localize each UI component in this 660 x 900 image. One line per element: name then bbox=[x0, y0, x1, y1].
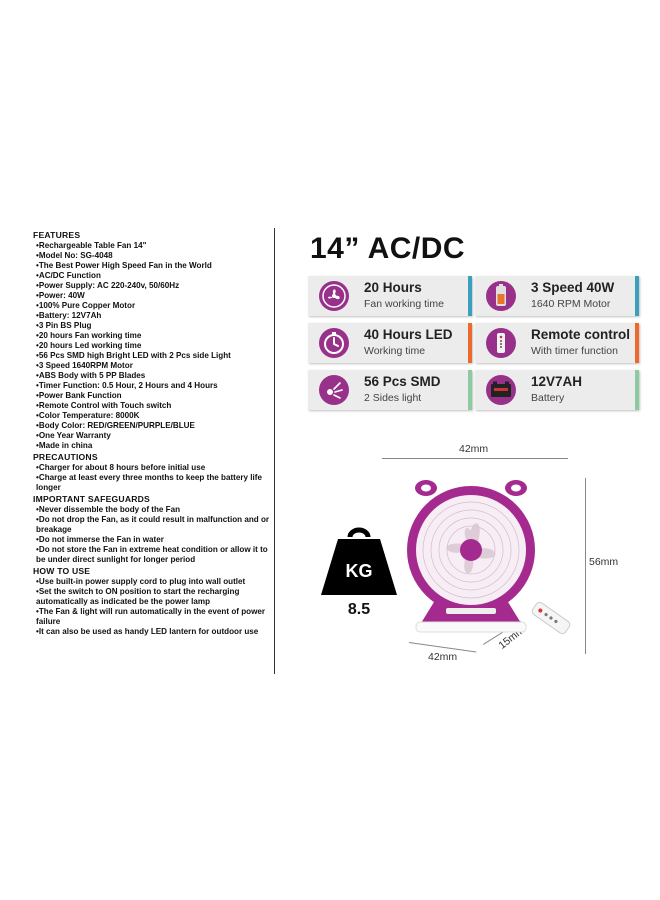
dimension-top: 42mm bbox=[459, 443, 489, 455]
feature-item: Battery: 12V7Ah bbox=[33, 311, 273, 321]
feature-card-smd: 56 Pcs SMD 2 Sides light bbox=[308, 370, 472, 410]
remote-icon bbox=[475, 323, 527, 363]
battery-icon bbox=[475, 276, 527, 316]
safeguard-item: Do not store the Fan in extreme heat con… bbox=[33, 545, 273, 565]
precaution-item: Charger for about 8 hours before initial… bbox=[33, 463, 273, 473]
precaution-item: Charge at least every three months to ke… bbox=[33, 473, 273, 493]
led-icon bbox=[308, 370, 360, 410]
fan-product-image bbox=[407, 480, 535, 633]
dimension-line-top bbox=[382, 458, 568, 459]
card-subtitle: 2 Sides light bbox=[364, 392, 422, 404]
features-list: Rechargeable Table Fan 14"Model No: SG-4… bbox=[33, 241, 273, 451]
feature-card-speed: 3 Speed 40W 1640 RPM Motor bbox=[475, 276, 639, 316]
feature-item: Rechargeable Table Fan 14" bbox=[33, 241, 273, 251]
howto-item: Set the switch to ON position to start t… bbox=[33, 587, 273, 607]
card-subtitle: Battery bbox=[531, 392, 565, 404]
howto-item: The Fan & light will run automatically i… bbox=[33, 607, 273, 627]
feature-card-fan-hours: 20 Hours Fan working time bbox=[308, 276, 472, 316]
spec-column: FEATURES Rechargeable Table Fan 14"Model… bbox=[33, 230, 273, 638]
precautions-list: Charger for about 8 hours before initial… bbox=[33, 463, 273, 493]
card-title: 12V7AH bbox=[531, 374, 583, 389]
feature-item: 3 Pin BS Plug bbox=[33, 321, 273, 331]
card-subtitle: With timer function bbox=[531, 345, 618, 357]
dimension-right: 56mm bbox=[589, 556, 619, 568]
weight-badge: KG 8.5 bbox=[320, 527, 398, 623]
feature-item: 3 Speed 1640RPM Motor bbox=[33, 361, 273, 371]
card-title: 40 Hours LED bbox=[364, 327, 453, 342]
feature-item: 20 hours Led working time bbox=[33, 341, 273, 351]
feature-item: Timer Function: 0.5 Hour, 2 Hours and 4 … bbox=[33, 381, 273, 391]
weight-value: 8.5 bbox=[347, 601, 371, 618]
product-title: 14” AC/DC bbox=[310, 232, 466, 265]
safeguard-item: Do not drop the Fan, as it could result … bbox=[33, 515, 273, 535]
feature-item: Power Bank Function bbox=[33, 391, 273, 401]
card-subtitle: Fan working time bbox=[364, 298, 444, 310]
card-subtitle: Working time bbox=[364, 345, 426, 357]
feature-item: Model No: SG-4048 bbox=[33, 251, 273, 261]
features-heading: FEATURES bbox=[33, 230, 81, 240]
feature-item: 56 Pcs SMD high Bright LED with 2 Pcs si… bbox=[33, 351, 273, 361]
card-title: Remote control bbox=[531, 327, 631, 342]
feature-item: 100% Pure Copper Motor bbox=[33, 301, 273, 311]
fan-icon bbox=[308, 276, 360, 316]
feature-card-led-hours: 40 Hours LED Working time bbox=[308, 323, 472, 363]
column-divider bbox=[274, 228, 275, 674]
card-title: 20 Hours bbox=[364, 280, 422, 295]
feature-item: ABS Body with 5 PP Blades bbox=[33, 371, 273, 381]
safeguard-item: Never dissemble the body of the Fan bbox=[33, 505, 273, 515]
feature-item: Color Temperature: 8000K bbox=[33, 411, 273, 421]
feature-item: One Year Warranty bbox=[33, 431, 273, 441]
feature-card-battery: 12V7AH Battery bbox=[475, 370, 639, 410]
howto-item: Use built-in power supply cord to plug i… bbox=[33, 577, 273, 587]
safeguards-heading: IMPORTANT SAFEGUARDS bbox=[33, 494, 150, 504]
howto-list: Use built-in power supply cord to plug i… bbox=[33, 577, 273, 637]
weight-unit: KG bbox=[345, 561, 373, 581]
feature-item: 20 hours Fan working time bbox=[33, 331, 273, 341]
card-subtitle: 1640 RPM Motor bbox=[531, 298, 611, 310]
timer-icon bbox=[308, 323, 360, 363]
feature-card-remote: Remote control With timer function bbox=[475, 323, 639, 363]
safeguard-item: Do not immerse the Fan in water bbox=[33, 535, 273, 545]
feature-item: Power: 40W bbox=[33, 291, 273, 301]
feature-item: The Best Power High Speed Fan in the Wor… bbox=[33, 261, 273, 271]
weight-icon bbox=[321, 527, 397, 595]
remote-control-image bbox=[531, 601, 571, 635]
howto-item: It can also be used as handy LED lantern… bbox=[33, 627, 273, 637]
feature-item: Remote Control with Touch switch bbox=[33, 401, 273, 411]
howto-heading: HOW TO USE bbox=[33, 566, 91, 576]
precautions-heading: PRECAUTIONS bbox=[33, 452, 98, 462]
card-title: 3 Speed 40W bbox=[531, 280, 615, 295]
safeguards-list: Never dissemble the body of the FanDo no… bbox=[33, 505, 273, 565]
feature-item: Made in china bbox=[33, 441, 273, 451]
feature-item: Power Supply: AC 220-240v, 50/60Hz bbox=[33, 281, 273, 291]
feature-item: Body Color: RED/GREEN/PURPLE/BLUE bbox=[33, 421, 273, 431]
feature-item: AC/DC Function bbox=[33, 271, 273, 281]
battery-pack-icon bbox=[475, 370, 527, 410]
dimension-bottom: 42mm bbox=[428, 651, 458, 663]
dimension-line-right bbox=[585, 478, 586, 654]
card-title: 56 Pcs SMD bbox=[364, 374, 441, 389]
